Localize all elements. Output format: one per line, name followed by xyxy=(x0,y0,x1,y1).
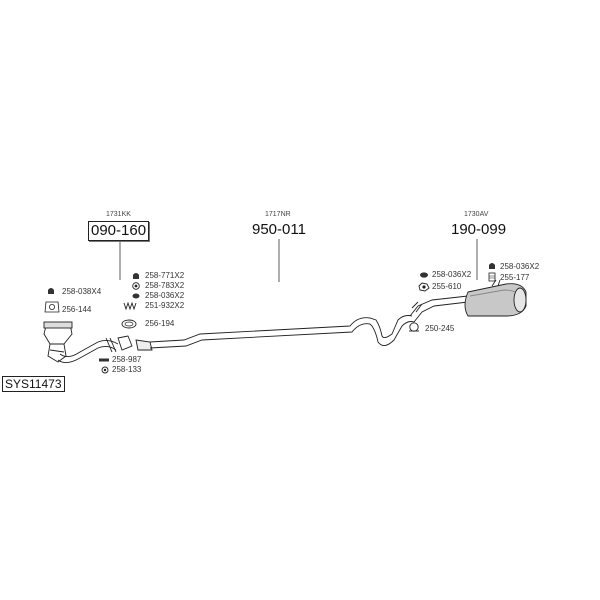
rear-pipe xyxy=(409,295,469,323)
part-label[interactable]: 251-932X2 xyxy=(145,301,185,310)
section-header-middle: 1717NR xyxy=(265,211,291,218)
part-label[interactable]: 255-610 xyxy=(432,282,462,291)
part-label[interactable]: 258-036X2 xyxy=(432,270,472,279)
part-label[interactable]: 250-245 xyxy=(425,324,455,333)
part-label[interactable]: 258-771X2 xyxy=(145,271,185,280)
system-code-label: SYS11473 xyxy=(2,376,65,392)
part-number-middle[interactable]: 950-011 xyxy=(252,221,306,238)
front-pipe xyxy=(57,337,119,363)
part-label[interactable]: 255-177 xyxy=(500,273,530,282)
clamp-icon xyxy=(121,319,137,329)
clamp-icon xyxy=(488,272,496,282)
part-label[interactable]: 258-783X2 xyxy=(145,281,185,290)
rubber-mount-icon xyxy=(489,263,495,269)
part-label[interactable]: 258-987 xyxy=(112,355,142,364)
rubber-mount-icon xyxy=(48,288,54,294)
nut-icon xyxy=(101,366,109,374)
section-header-rear: 1730AV xyxy=(464,211,489,218)
part-number-rear[interactable]: 190-099 xyxy=(451,221,507,238)
part-label[interactable]: 256-194 xyxy=(145,319,175,328)
part-label[interactable]: 258-038X4 xyxy=(62,287,102,296)
rear-muffler xyxy=(464,279,527,317)
middle-pipe xyxy=(149,315,415,349)
spring-icon xyxy=(132,282,140,290)
clamp-icon xyxy=(409,322,419,332)
spring-icon xyxy=(123,301,137,311)
gasket-icon xyxy=(44,301,60,313)
pipe-flange xyxy=(117,335,153,351)
rubber-mount-icon xyxy=(133,273,139,279)
clamp-icon xyxy=(418,282,430,292)
rubber-mount-icon xyxy=(132,293,140,299)
part-label[interactable]: 258-036X2 xyxy=(500,262,540,271)
part-number-front[interactable]: 090-160 xyxy=(88,221,150,241)
section-header-front: 1731KK xyxy=(106,211,131,218)
bolt-icon xyxy=(99,358,109,362)
part-label[interactable]: 258-036X2 xyxy=(145,291,185,300)
rubber-mount-icon xyxy=(420,272,428,278)
part-label[interactable]: 256-144 xyxy=(62,305,92,314)
part-label[interactable]: 258-133 xyxy=(112,365,142,374)
catalytic-converter xyxy=(43,321,73,363)
